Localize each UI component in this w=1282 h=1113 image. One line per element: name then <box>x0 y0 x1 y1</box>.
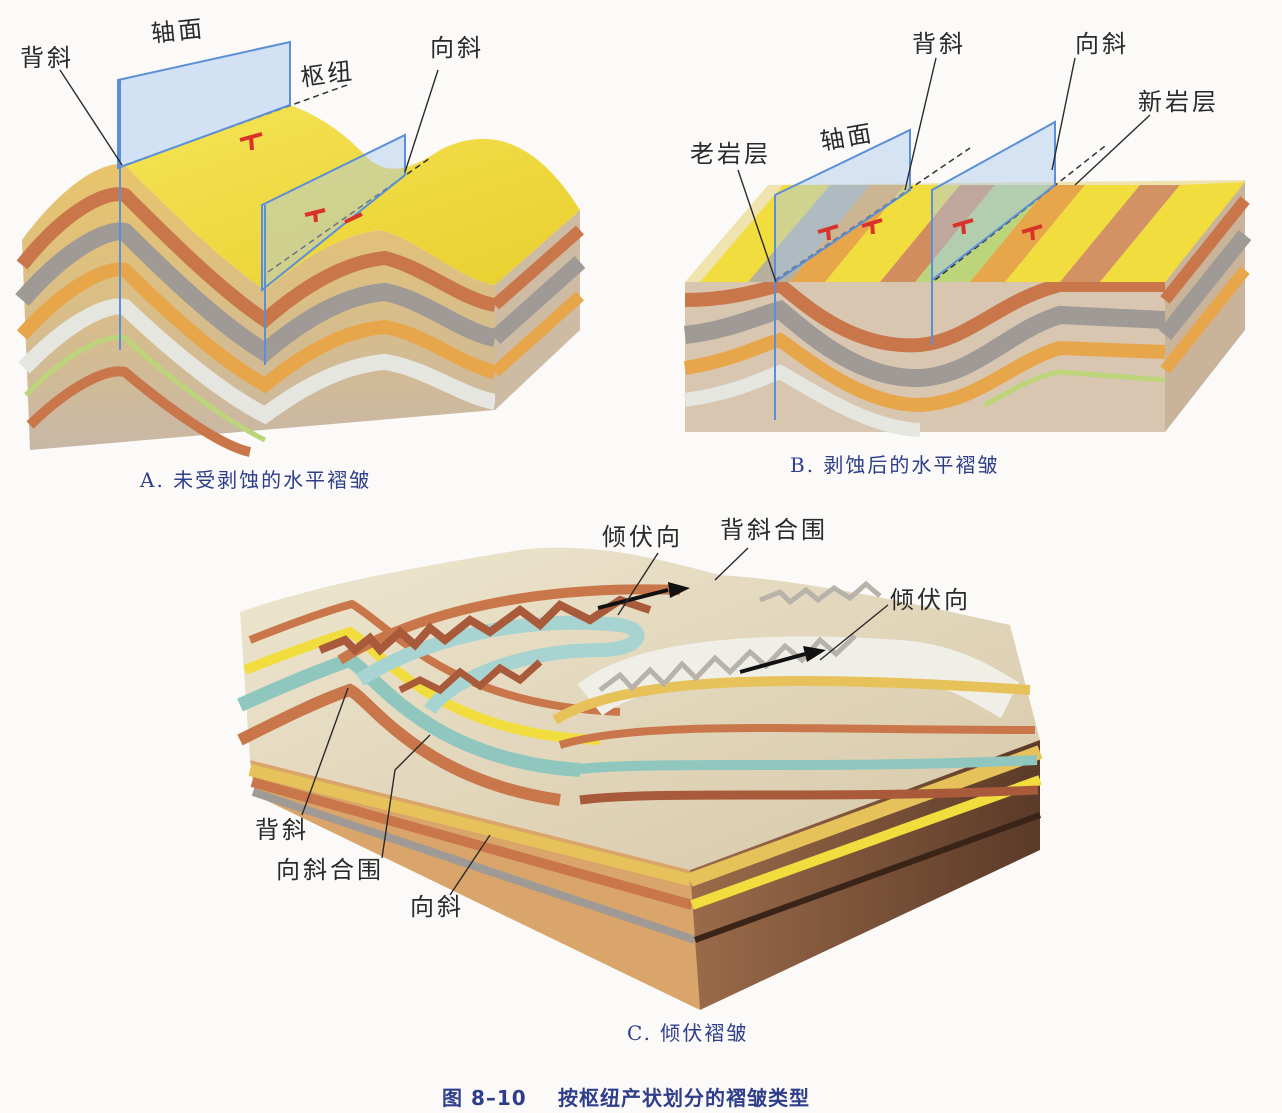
panel-a-anticline-label: 背斜 <box>20 44 74 72</box>
panel-b-anticline-label: 背斜 <box>912 30 966 58</box>
panel-c-plunge-label-1: 倾伏向 <box>602 523 683 551</box>
panel-a-caption: A. 未受剥蚀的水平褶皱 <box>139 468 371 492</box>
panel-b-syncline-label: 向斜 <box>1075 30 1129 58</box>
panel-a-illustration <box>15 40 586 457</box>
panel-c-syncline-label: 向斜 <box>410 893 464 921</box>
panel-c-anticline-label: 背斜 <box>255 816 309 844</box>
panel-c-illustration <box>237 547 1043 1010</box>
panel-a-hinge-label: 枢纽 <box>299 57 356 92</box>
panel-a-axial-plane-label: 轴面 <box>150 14 207 47</box>
panel-a-syncline-label: 向斜 <box>430 34 484 62</box>
panel-b-old-strata-label: 老岩层 <box>690 140 771 168</box>
panel-c-anticline-closure-label: 背斜合围 <box>720 516 828 544</box>
figure-title: 按枢纽产状划分的褶皱类型 <box>558 1086 810 1110</box>
panel-c-syncline-closure-label: 向斜合围 <box>276 856 384 884</box>
panel-b-illustration <box>683 57 1252 437</box>
panel-b-new-strata-label: 新岩层 <box>1138 88 1219 116</box>
panel-b-caption: B. 剥蚀后的水平褶皱 <box>790 453 999 477</box>
panel-c-plunge-label-2: 倾伏向 <box>890 586 971 614</box>
figure-number: 图 8–10 <box>442 1086 527 1110</box>
panel-c-caption: C. 倾伏褶皱 <box>627 1021 748 1045</box>
